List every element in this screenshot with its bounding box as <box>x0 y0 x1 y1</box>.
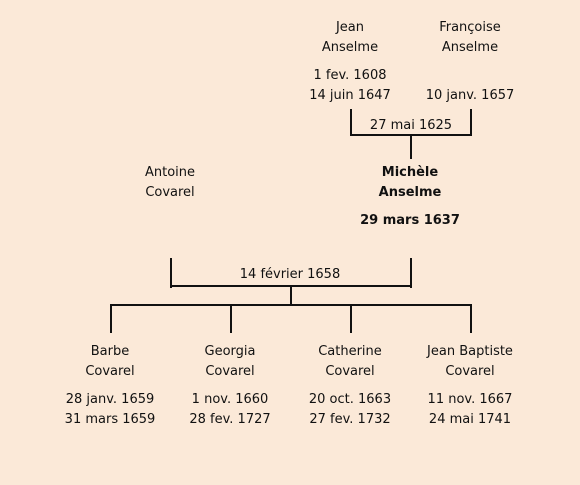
birth-date: 29 mars 1637 <box>360 213 460 228</box>
person-michele-anselme: Michèle Anselme 29 mars 1637 <box>340 163 480 231</box>
last-name: Anselme <box>378 185 442 200</box>
last-name: Covarel <box>85 364 135 379</box>
death-date: 10 janv. 1657 <box>425 88 515 103</box>
last-name: Anselme <box>441 40 499 55</box>
connector-line <box>410 258 412 288</box>
child-connector <box>110 304 112 333</box>
person-antoine-covarel: Antoine Covarel <box>100 163 240 203</box>
marriage-date-jean-francoise: 27 mai 1625 <box>369 118 453 133</box>
descent-line <box>290 285 292 306</box>
person-catherine-covarel: Catherine Covarel 20 oct. 1663 27 fev. 1… <box>280 342 420 430</box>
person-francoise-anselme: Françoise Anselme 10 janv. 1657 <box>400 18 540 106</box>
last-name: Covarel <box>205 364 255 379</box>
first-name: Antoine <box>144 165 196 180</box>
child-connector <box>470 304 472 333</box>
last-name: Anselme <box>321 40 379 55</box>
connector-line <box>170 258 172 288</box>
connector-line <box>350 109 352 136</box>
child-connector <box>230 304 232 333</box>
marriage-date-antoine-michele: 14 février 1658 <box>239 267 341 282</box>
person-barbe-covarel: Barbe Covarel 28 janv. 1659 31 mars 1659 <box>40 342 180 430</box>
birth-date: 1 fev. 1608 <box>313 68 387 83</box>
death-date: 28 fev. 1727 <box>189 412 271 427</box>
last-name: Covarel <box>145 185 195 200</box>
child-connector <box>350 304 352 333</box>
first-name: Françoise <box>439 20 501 35</box>
person-georgia-covarel: Georgia Covarel 1 nov. 1660 28 fev. 1727 <box>160 342 300 430</box>
sibling-line <box>110 304 472 306</box>
birth-date: 20 oct. 1663 <box>308 392 392 407</box>
birth-date: 11 nov. 1667 <box>427 392 513 407</box>
connector-line <box>470 109 472 136</box>
first-name: Jean Baptiste <box>427 344 513 359</box>
person-jean-anselme: Jean Anselme 1 fev. 1608 14 juin 1647 <box>280 18 420 106</box>
descent-line <box>410 134 412 159</box>
last-name: Covarel <box>445 364 495 379</box>
birth-date: 28 janv. 1659 <box>65 392 155 407</box>
death-date: 14 juin 1647 <box>309 88 391 103</box>
death-date: 31 mars 1659 <box>64 412 156 427</box>
person-jean-baptiste-covarel: Jean Baptiste Covarel 11 nov. 1667 24 ma… <box>400 342 540 430</box>
first-name: Barbe <box>90 344 130 359</box>
first-name: Michèle <box>381 165 439 180</box>
death-date: 24 mai 1741 <box>428 412 512 427</box>
death-date: 27 fev. 1732 <box>309 412 391 427</box>
first-name: Jean <box>335 20 365 35</box>
first-name: Catherine <box>318 344 382 359</box>
first-name: Georgia <box>204 344 256 359</box>
last-name: Covarel <box>325 364 375 379</box>
birth-date: 1 nov. 1660 <box>191 392 269 407</box>
